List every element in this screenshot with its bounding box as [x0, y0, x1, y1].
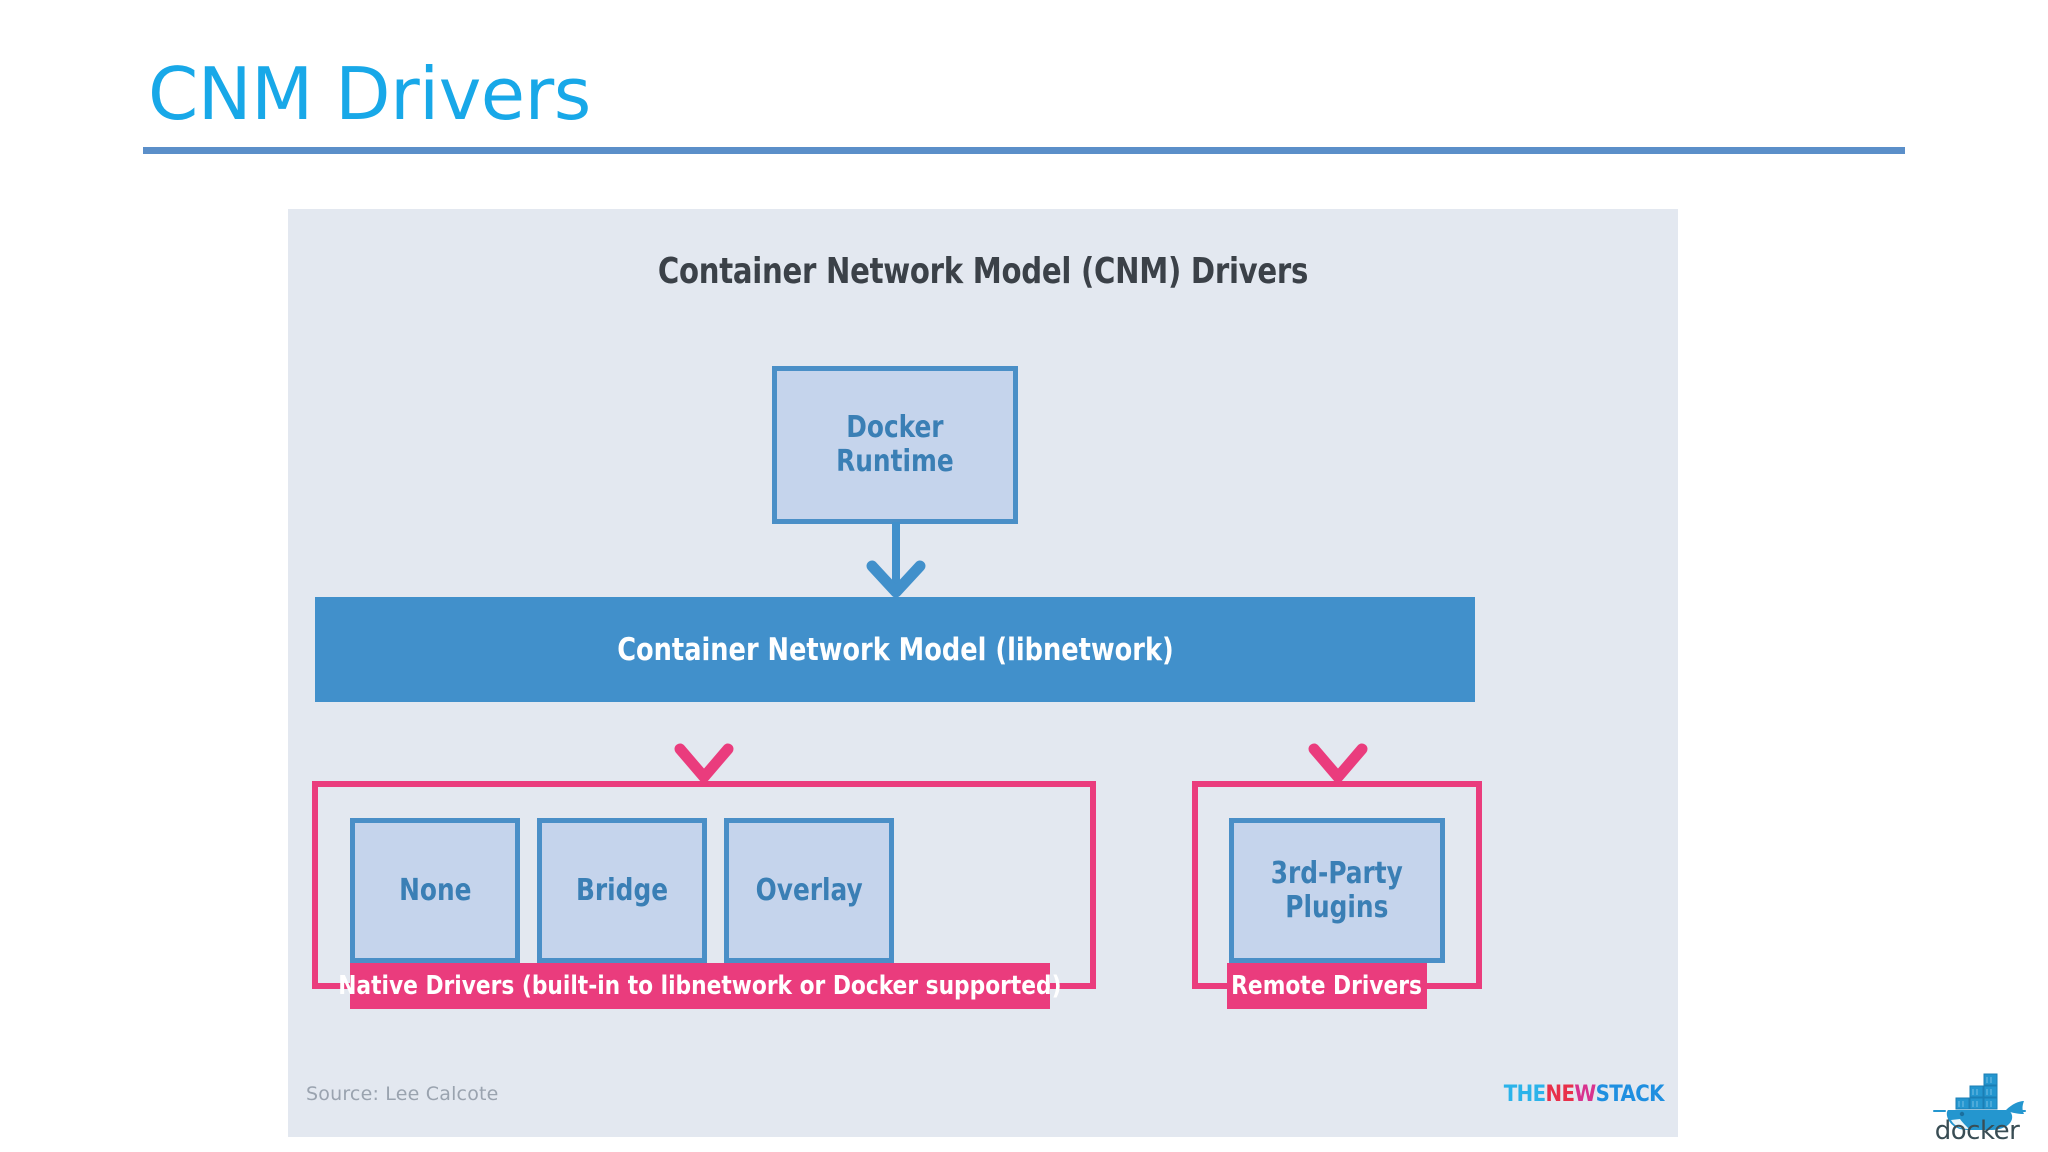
diagram-title: Container Network Model (CNM) Drivers — [657, 251, 1309, 292]
source-credit: Source: Lee Calcote — [306, 1083, 499, 1105]
node-driver-third-party-plugins-label: 3rd-Party Plugins — [1270, 855, 1404, 925]
node-libnetwork-label: Container Network Model (libnetwork) — [616, 631, 1174, 668]
node-driver-overlay-label: Overlay — [755, 872, 863, 908]
tns-new-text: NE — [1545, 1082, 1575, 1107]
banner-native-drivers: Native Drivers (built-in to libnetwork o… — [338, 963, 1062, 1009]
node-libnetwork-bar: Container Network Model (libnetwork) — [315, 597, 1475, 702]
banner-remote-drivers-label: Remote Drivers — [1231, 971, 1423, 1001]
page-title: CNM Drivers — [148, 52, 591, 136]
title-divider — [143, 147, 1905, 154]
node-docker-runtime: Docker Runtime — [772, 366, 1018, 524]
node-driver-bridge-label: Bridge — [575, 872, 669, 908]
arrow-libnetwork-to-remote-drivers — [1308, 701, 1368, 783]
node-driver-overlay: Overlay — [724, 818, 894, 963]
banner-native-drivers-label: Native Drivers (built-in to libnetwork o… — [338, 971, 1062, 1001]
node-driver-none-label: None — [398, 872, 472, 908]
docker-wordmark: docker — [1934, 1116, 2020, 1146]
diagram-panel: Container Network Model (CNM) Drivers Do… — [288, 209, 1678, 1137]
banner-remote-drivers: Remote Drivers — [1227, 963, 1427, 1009]
node-driver-none: None — [350, 818, 520, 963]
node-driver-third-party-plugins: 3rd-Party Plugins — [1229, 818, 1445, 963]
the-new-stack-logo: THENEWSTACK — [1503, 1082, 1665, 1107]
tns-the-text: THE — [1503, 1082, 1546, 1107]
arrow-libnetwork-to-native-drivers — [674, 701, 734, 783]
arrow-runtime-to-libnetwork — [866, 522, 926, 598]
node-driver-bridge: Bridge — [537, 818, 707, 963]
node-docker-runtime-label: Docker Runtime — [836, 410, 954, 479]
docker-whale-icon — [1933, 1073, 2026, 1130]
tns-stack-text: STACK — [1595, 1082, 1665, 1107]
tns-w-text: W — [1574, 1082, 1596, 1107]
